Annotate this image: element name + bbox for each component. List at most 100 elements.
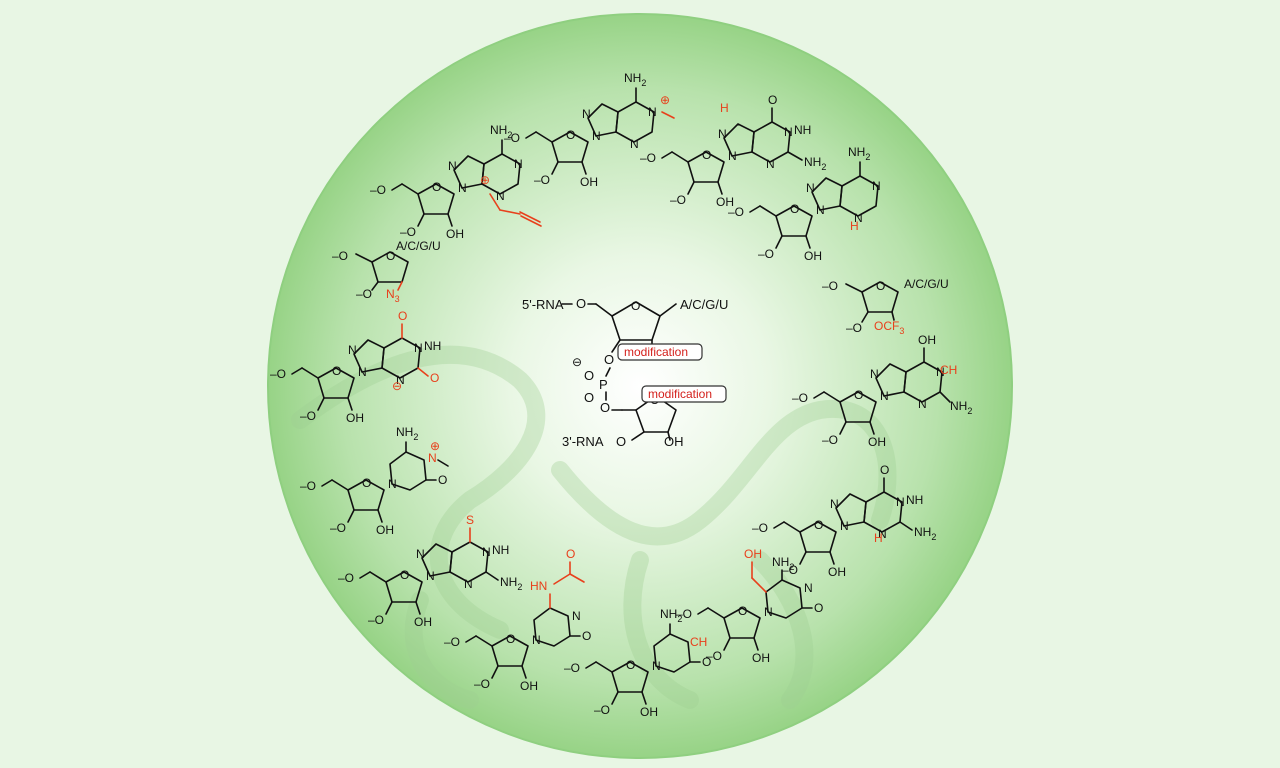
n1-label: N xyxy=(872,179,881,193)
oh-red-label: OH xyxy=(744,547,762,561)
o5-label: –O xyxy=(332,249,348,263)
oh-label: OH xyxy=(414,615,432,629)
o5-label: –O xyxy=(676,607,692,621)
o5-label: –O xyxy=(564,661,580,675)
nh-label: NH xyxy=(492,543,509,557)
nh2-label: NH2 xyxy=(950,399,972,416)
ring-oxygen: O xyxy=(790,202,799,216)
ch-red-label: H xyxy=(720,101,729,115)
o3-label: –O xyxy=(356,287,372,301)
nh-label: NH xyxy=(424,339,441,353)
n3-label: N xyxy=(572,609,581,623)
nh2-label: NH2 xyxy=(660,607,682,624)
center-five-prime: 5'-RNA xyxy=(522,297,564,312)
n9-label: N xyxy=(880,389,889,403)
o3-label: –O xyxy=(758,247,774,261)
n3-red-label: N xyxy=(428,451,437,465)
n7-label: N xyxy=(718,127,727,141)
o-red-label: O xyxy=(430,371,439,385)
nh2-label: NH2 xyxy=(500,575,522,592)
o2-label: O xyxy=(702,655,711,669)
nh-label: NH xyxy=(906,493,923,507)
n1-label: N xyxy=(414,341,423,355)
center-base-top-label: A/C/G/U xyxy=(680,297,728,312)
ring-oxygen: O xyxy=(432,180,441,194)
ring-oxygen: O xyxy=(702,148,711,162)
o3-label: –O xyxy=(474,677,490,691)
center-oh: OH xyxy=(664,434,684,449)
oh-label: OH xyxy=(376,523,394,537)
n1-pyr-label: N xyxy=(388,477,397,491)
center-three-prime: 3'-RNA xyxy=(562,434,604,449)
center-ring-o-top: O xyxy=(631,299,640,313)
ring-oxygen: O xyxy=(738,604,747,618)
n3-label: N xyxy=(854,211,863,225)
center-mod-box-top xyxy=(617,343,703,361)
n7-label: N xyxy=(416,547,425,561)
o3-label: –O xyxy=(400,225,416,239)
nh2-label: NH2 xyxy=(914,525,936,542)
n9-label: N xyxy=(358,365,367,379)
ocf3-label: OCF3 xyxy=(874,319,904,336)
oh-label: OH xyxy=(716,195,734,209)
oh-label: OH xyxy=(520,679,538,693)
nh-label: NH xyxy=(794,123,811,137)
o3-label: –O xyxy=(534,173,550,187)
n3-label: N xyxy=(878,527,887,541)
n3-label: N xyxy=(766,157,775,171)
o5-label: –O xyxy=(504,131,520,145)
n3-label: N xyxy=(918,397,927,411)
ring-oxygen: O xyxy=(386,249,395,263)
n7-label: N xyxy=(806,181,815,195)
oh-label: OH xyxy=(346,411,364,425)
ring-oxygen: O xyxy=(854,388,863,402)
n1-pyr-label: N xyxy=(652,659,661,673)
ring-oxygen: O xyxy=(814,518,823,532)
n7-label: N xyxy=(870,367,879,381)
oh-label: OH xyxy=(804,249,822,263)
o5-label: –O xyxy=(300,479,316,493)
o5-label: –O xyxy=(822,279,838,293)
n9-label: N xyxy=(592,129,601,143)
o3-label: –O xyxy=(670,193,686,207)
n1-pyr-label: N xyxy=(532,633,541,647)
center-minus: ⊖ xyxy=(572,355,582,369)
o5-label: –O xyxy=(728,205,744,219)
n9-label: N xyxy=(840,519,849,533)
ring-oxygen: O xyxy=(332,364,341,378)
n7-label: N xyxy=(582,107,591,121)
plus-charge: ⊕ xyxy=(430,439,440,453)
n3-label: N xyxy=(464,577,473,591)
o6-label: O xyxy=(768,93,777,107)
ring-oxygen: O xyxy=(506,632,515,646)
n3-label: N xyxy=(496,189,505,203)
oh6-label: OH xyxy=(918,333,936,347)
n1-label: N xyxy=(784,125,793,139)
o3-label: –O xyxy=(822,433,838,447)
o6-label: O xyxy=(880,463,889,477)
o5-label: –O xyxy=(752,521,768,535)
base-label: A/C/G/U xyxy=(904,277,949,291)
base-label: A/C/G/U xyxy=(396,239,441,253)
center-o-5: O xyxy=(576,296,586,311)
plus-charge: ⊕ xyxy=(480,173,490,187)
ring-oxygen: O xyxy=(362,476,371,490)
n1-label: N xyxy=(896,495,905,509)
ch-red-label: H xyxy=(874,531,883,545)
oh-label: OH xyxy=(868,435,886,449)
ch-red-label: CH xyxy=(940,363,957,377)
center-dinucleotide: O O 5'-RNA A/C/G/U A/C/G/U O modificatio… xyxy=(522,296,728,449)
rna-watermark xyxy=(291,345,897,709)
